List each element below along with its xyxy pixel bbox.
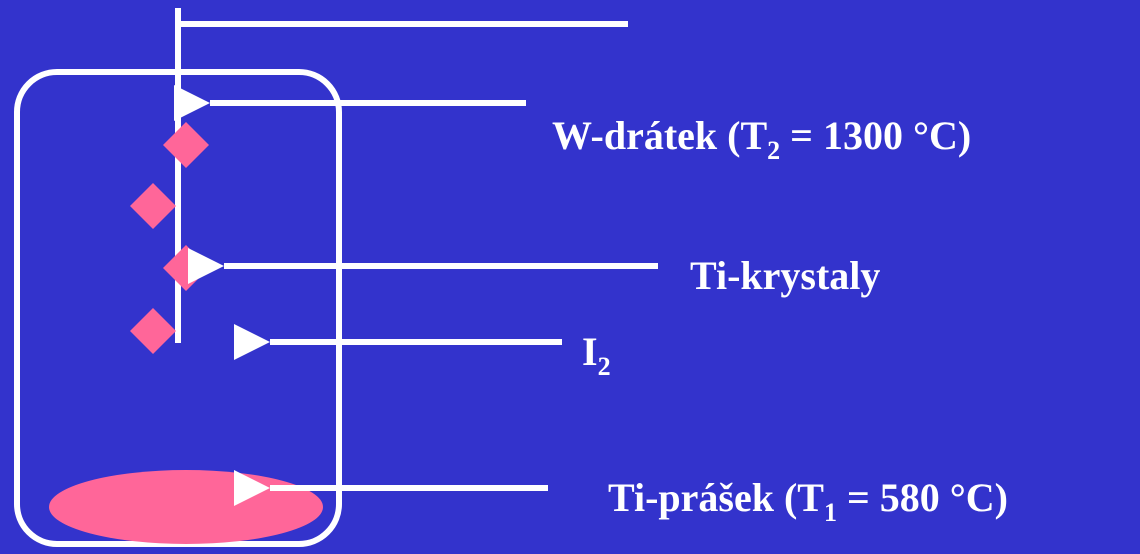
wire-label: W-drátek (T2 = 1300 °C)	[552, 113, 972, 164]
iodine-label: I2	[582, 329, 611, 380]
powder-label: Ti-prášek (T1 = 580 °C)	[608, 475, 1008, 526]
ti-crystal	[130, 308, 176, 354]
wire-label-prefix: W-drátek (T	[552, 113, 768, 158]
ti-crystal	[130, 183, 176, 229]
ti-crystal	[163, 122, 209, 168]
wire-label-suffix: = 1300 °C)	[780, 113, 972, 158]
iodine-label-prefix: I	[582, 329, 598, 374]
powder-label-suffix: = 580 °C)	[836, 475, 1008, 520]
ti-powder	[49, 470, 323, 544]
wire-label-subscript: 2	[767, 136, 781, 165]
ti-crystal	[163, 245, 209, 291]
crystals-label-text: Ti-krystaly	[690, 253, 881, 298]
powder-label-subscript: 1	[823, 498, 837, 527]
crystals-label: Ti-krystaly	[690, 256, 880, 296]
powder-label-prefix: Ti-prášek (T	[608, 475, 824, 520]
iodine-label-subscript: 2	[597, 352, 611, 381]
